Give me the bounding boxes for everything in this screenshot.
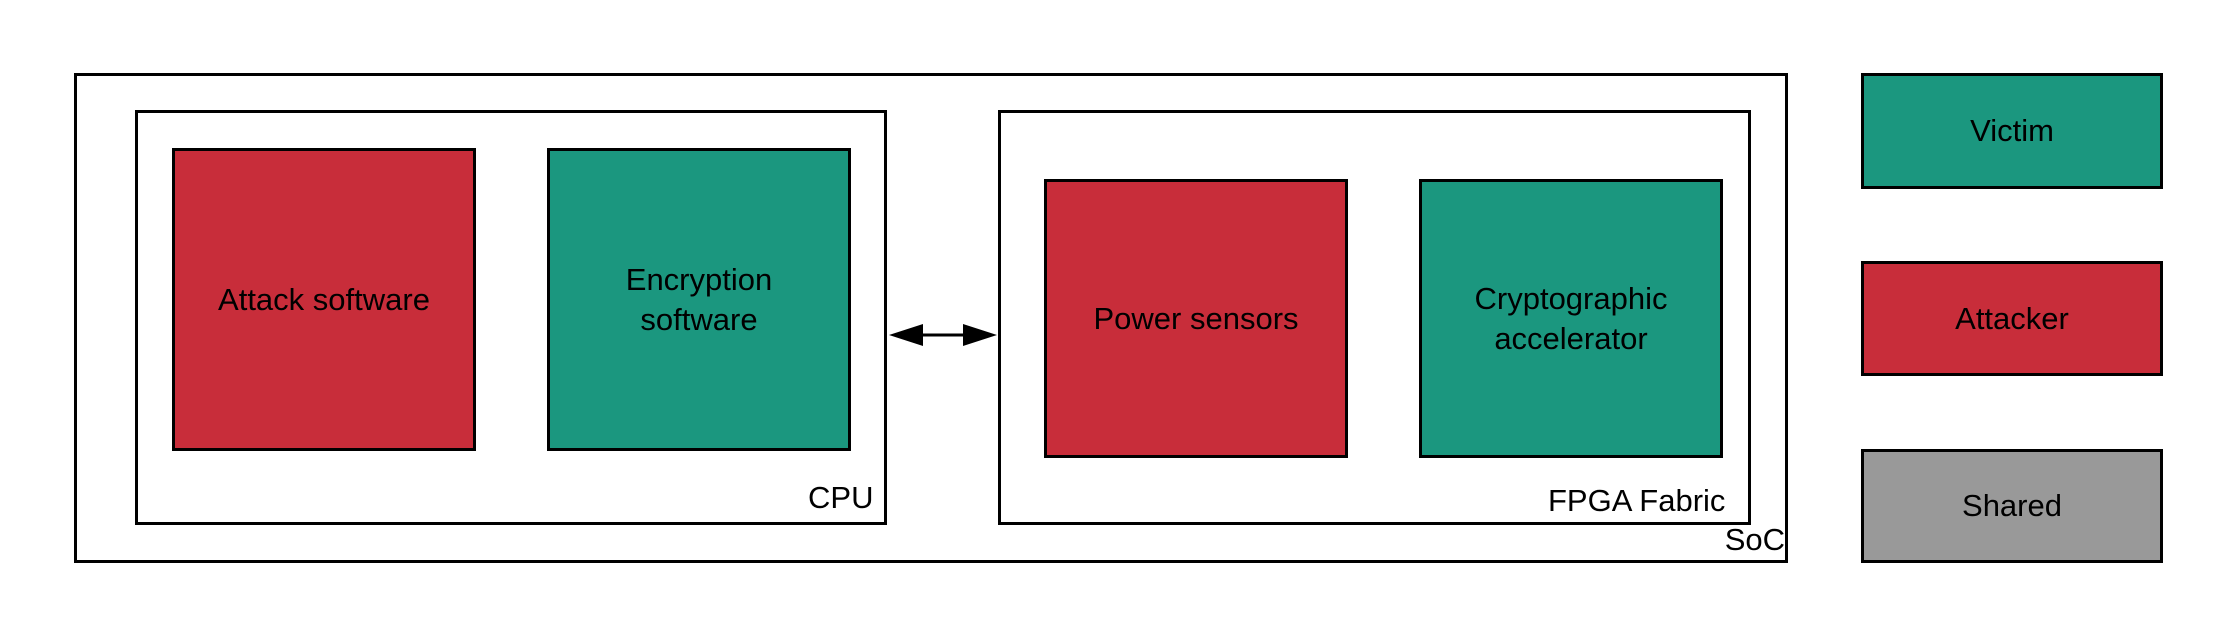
legend-victim-label: Victim [1970,113,2054,148]
attack-software-block: Attack software [172,148,476,451]
legend-victim: Victim [1861,73,2163,189]
fpga-fabric-label: FPGA Fabric [1548,483,1726,518]
arrow-head-left [889,324,923,346]
legend-attacker-label: Attacker [1955,300,2069,336]
attack-software-label: Attack software [218,281,430,317]
encryption-software-label-line1: Encryption [625,261,773,297]
encryption-software-block: Encryption software [547,148,851,451]
legend-attacker: Attacker [1861,261,2163,376]
power-sensors-label: Power sensors [1093,300,1299,336]
cryptographic-accelerator-label-line1: Cryptographic [1474,280,1668,316]
legend-shared: Shared [1861,449,2163,563]
arrow-head-right [963,324,997,346]
encryption-software-label-line2: software [640,301,758,337]
bidirectional-arrow-icon [889,324,997,346]
soc-label: SoC [1724,522,1785,557]
cryptographic-accelerator-block: Cryptographic accelerator [1419,179,1723,458]
power-sensors-block: Power sensors [1044,179,1348,458]
legend-shared-label: Shared [1962,488,2062,523]
cryptographic-accelerator-label-line2: accelerator [1494,320,1648,356]
cpu-label: CPU [808,480,874,515]
